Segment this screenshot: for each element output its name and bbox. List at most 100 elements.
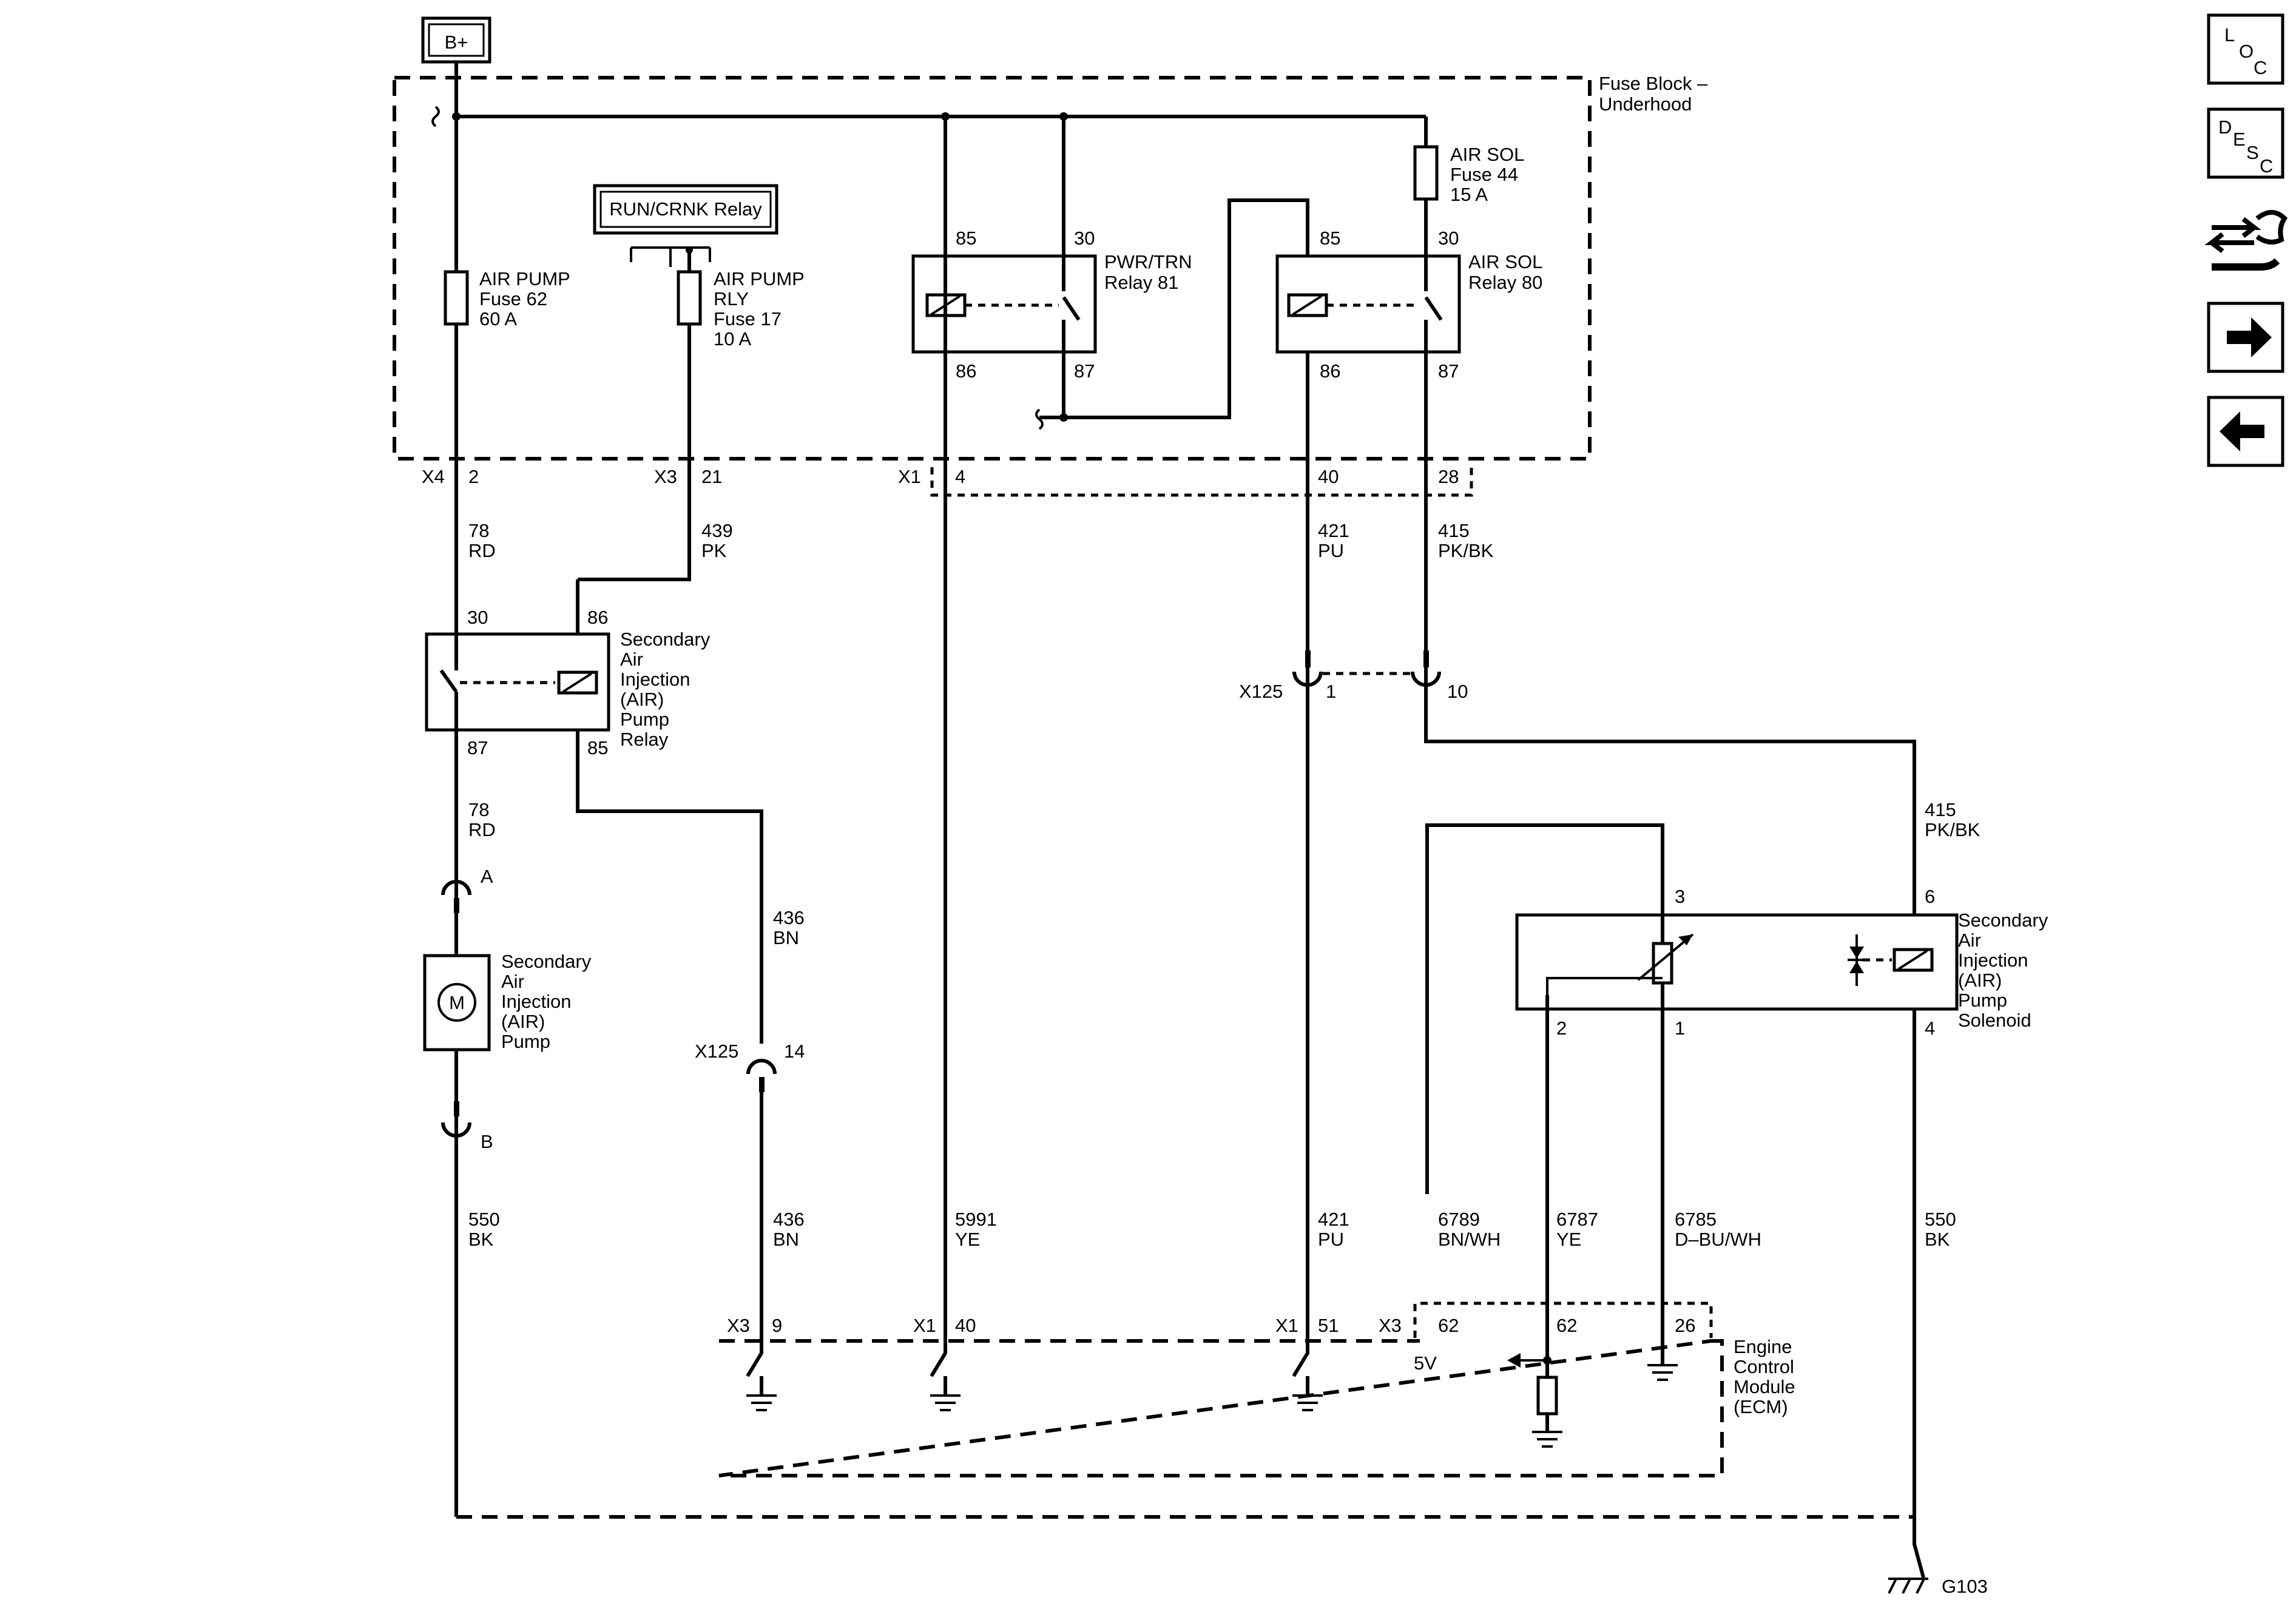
x125-pin-14: 14 xyxy=(784,1041,805,1062)
x125-upper-label: X125 xyxy=(1239,681,1283,702)
solenoid-pin-1: 1 xyxy=(1675,1018,1685,1039)
ground-g103-label: G103 xyxy=(1942,1576,1988,1597)
solenoid-label-6: Solenoid xyxy=(1958,1010,2031,1031)
wire-415-right-label: 415 xyxy=(1925,799,1956,820)
fuse-block-frame xyxy=(393,76,1592,461)
ecm-conn-x1-a: X1 xyxy=(913,1315,936,1336)
pump-relay-pin-87: 87 xyxy=(467,737,488,758)
pwr-trn-relay xyxy=(911,254,1097,354)
fuse-block-label-2: Underhood xyxy=(1599,93,1692,115)
ground-lead xyxy=(1913,1526,1925,1578)
solenoid-pin-4: 4 xyxy=(1925,1018,1935,1039)
x125-pin-10: 10 xyxy=(1447,681,1468,702)
pump-relay-label-4: (AIR) xyxy=(620,689,664,710)
connector-x1: X1 xyxy=(898,466,921,487)
wire-6785-color: D–BU/WH xyxy=(1675,1229,1761,1250)
pwr-trn-pin-85: 85 xyxy=(956,228,976,249)
wire-550-left-label: 550 xyxy=(468,1209,500,1230)
supply-label: B+ xyxy=(445,32,468,53)
solenoid-label-1: Secondary xyxy=(1958,910,2048,931)
loc-button[interactable]: L O C xyxy=(2207,13,2284,85)
wire-436-bot-color: BN xyxy=(773,1229,799,1250)
solenoid-label-3: Injection xyxy=(1958,950,2028,971)
wire-5991-label: 5991 xyxy=(955,1209,997,1230)
air-sol-relay-label: AIR SOL xyxy=(1468,251,1542,272)
ground-return xyxy=(456,1515,1916,1544)
air-sol-relay xyxy=(1275,254,1461,354)
pump-connector-b-label: B xyxy=(481,1131,493,1152)
wire-436-bn-top xyxy=(576,579,763,1044)
pump-relay-label-5: Pump xyxy=(620,709,669,730)
svg-text:C: C xyxy=(2254,57,2267,78)
wire-78-mid-label: 78 xyxy=(468,799,489,820)
ecm-label-2: Control xyxy=(1734,1356,1794,1377)
wire-6785-label: 6785 xyxy=(1675,1209,1717,1230)
tools-icon[interactable] xyxy=(2204,210,2288,271)
wire-415-color: PK/BK xyxy=(1438,540,1494,561)
run-crnk-feed xyxy=(630,246,711,267)
air-sol-relay-number: Relay 80 xyxy=(1468,272,1542,293)
fuse-44-icon xyxy=(1413,145,1439,201)
wire-421-bot-color: PU xyxy=(1318,1229,1344,1250)
ecm-pin-9: 9 xyxy=(772,1315,782,1336)
connector-x1-pin: 4 xyxy=(955,466,965,487)
ecm-pin-62-b: 62 xyxy=(1556,1315,1577,1336)
wire-439-color: PK xyxy=(701,540,727,561)
wire-439-pk xyxy=(578,250,691,581)
solenoid-pin-6: 6 xyxy=(1925,886,1935,907)
pump-relay-label-1: Secondary xyxy=(620,629,711,650)
wire-5991-color: YE xyxy=(955,1229,980,1250)
connector-pin-40: 40 xyxy=(1318,466,1339,487)
solenoid-label-2: Air xyxy=(1958,930,1981,951)
wire-415-pk-bk xyxy=(1424,116,1916,1544)
connector-pin-28: 28 xyxy=(1438,466,1459,487)
ecm-pin-62-a: 62 xyxy=(1438,1315,1459,1336)
fuse-17-label: AIR PUMP xyxy=(714,268,805,289)
wire-421-label: 421 xyxy=(1318,520,1349,541)
pump-label-4: (AIR) xyxy=(501,1011,545,1032)
ecm-5v-label: 5V xyxy=(1414,1352,1437,1374)
wire-550-right-color: BK xyxy=(1925,1229,1950,1250)
pwr-trn-relay-label: PWR/TRN xyxy=(1104,251,1192,272)
pump-label-5: Pump xyxy=(501,1031,550,1052)
wire-421-bot-label: 421 xyxy=(1318,1209,1349,1230)
ecm-conn-x1-b: X1 xyxy=(1275,1315,1298,1336)
arrow-left-icon[interactable] xyxy=(2207,396,2284,467)
ecm-internal-grounds xyxy=(746,1338,1678,1448)
air-sol-pin-86: 86 xyxy=(1320,360,1340,382)
fuse-62-rating: 60 A xyxy=(479,308,517,329)
arrow-right-icon[interactable] xyxy=(2207,302,2284,373)
wire-6789-6785 xyxy=(1425,823,1664,1338)
pump-connector-a xyxy=(441,880,471,913)
pump-label-2: Air xyxy=(501,971,524,992)
ecm-frame xyxy=(718,1339,1724,1477)
wire-6787-label: 6787 xyxy=(1556,1209,1598,1230)
pump-label-3: Injection xyxy=(501,991,571,1012)
x125-lower-label: X125 xyxy=(695,1041,738,1062)
battery-supply: B+ xyxy=(421,16,491,64)
pump-relay-pin-86: 86 xyxy=(587,607,608,628)
fuse-62-number: Fuse 62 xyxy=(479,288,547,309)
fuse-62-icon xyxy=(444,270,469,326)
ecm-conn-x3-a: X3 xyxy=(727,1315,750,1336)
connector-x4: X4 xyxy=(422,466,445,487)
ecm-label-3: Module xyxy=(1734,1376,1795,1397)
connector-x3-pin: 21 xyxy=(701,466,722,487)
wire-78-mid-color: RD xyxy=(468,819,496,840)
fuse-17-rating: 10 A xyxy=(714,328,751,349)
ecm-pin-26: 26 xyxy=(1675,1315,1695,1336)
air-pump-solenoid xyxy=(1515,913,1959,1011)
svg-text:O: O xyxy=(2239,41,2254,62)
fuse-44-number: Fuse 44 xyxy=(1450,164,1518,185)
air-sol-pin-85: 85 xyxy=(1320,228,1340,249)
pwr-trn-pin-87: 87 xyxy=(1074,360,1095,382)
b-plus-bus xyxy=(454,62,1426,118)
ecm-label-1: Engine xyxy=(1734,1336,1792,1357)
connector-x3: X3 xyxy=(654,466,677,487)
connector-x4-pin: 2 xyxy=(468,466,479,487)
bus-break-right xyxy=(1035,408,1044,430)
wire-421-color: PU xyxy=(1318,540,1344,561)
desc-button[interactable]: D E S C xyxy=(2207,107,2284,179)
pump-connector-a-label: A xyxy=(481,866,493,887)
pump-relay-label-2: Air xyxy=(620,649,643,670)
